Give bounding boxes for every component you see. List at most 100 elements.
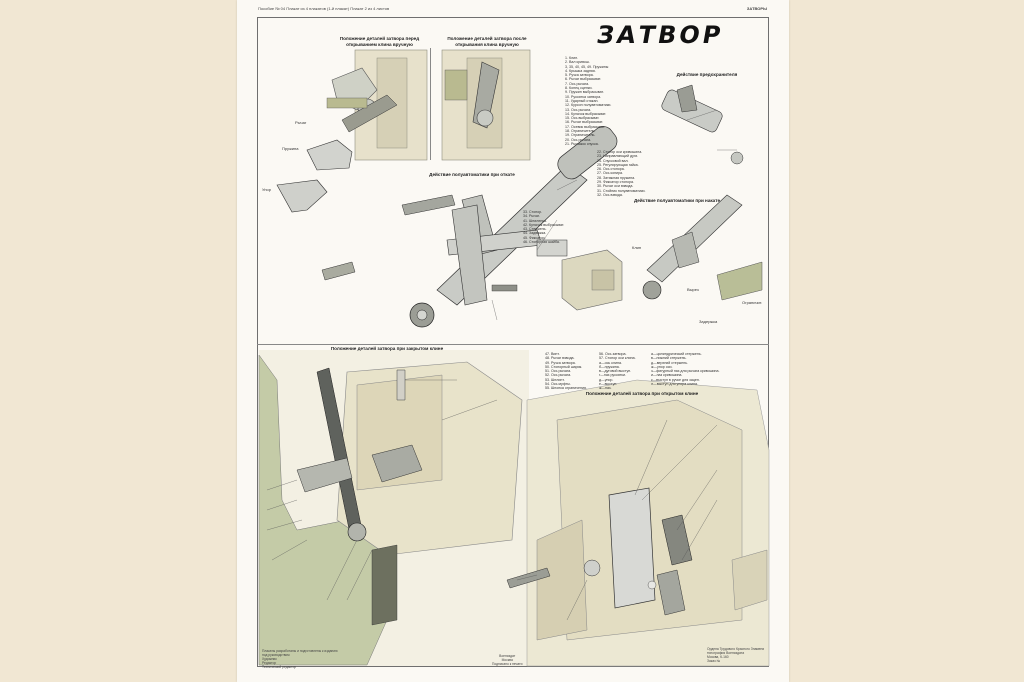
legend-item: д—верхний стержень. xyxy=(651,360,688,365)
legend-item: 48. Рычаг взвода. xyxy=(545,356,575,361)
footer-line: Москва, К-160 xyxy=(707,654,729,659)
label-cutout: Вырез xyxy=(687,287,699,292)
open-wedge-assembly xyxy=(506,379,770,667)
label-spring: Пружина xyxy=(282,146,299,151)
section-divider xyxy=(257,344,769,345)
legend-item: 42. Кулачок выбрасыват. xyxy=(523,222,565,227)
legend-item: 12. Курсон полуавтоматики. xyxy=(565,103,612,108)
legend-item: з—фигурный паз для рычага кривошипа. xyxy=(651,369,720,374)
legend-item: е—выступ. xyxy=(599,382,618,387)
caption-closed-wedge: Положение деталей затвора при закрытом к… xyxy=(330,346,444,351)
inset-after-opening xyxy=(441,49,531,161)
caption-semiauto-recoil: Действие полуавтоматики при откате xyxy=(429,172,515,177)
legend-item: 45. Фиксатор. xyxy=(523,235,546,240)
legend-item: 20. Ось рычага. xyxy=(565,137,592,142)
leader-lines xyxy=(266,109,737,621)
legend-item: 53. Шплинт. xyxy=(545,377,565,382)
legend-item: 46. Стопорная шайба. xyxy=(523,240,560,245)
legend-item: 43. Стержень. xyxy=(523,227,547,232)
legend-item: ж—упор оси. xyxy=(651,364,673,369)
return-mechanism xyxy=(561,194,763,311)
legend-item: 33. Стопор. xyxy=(523,210,543,214)
legend-item: 26. Ось стопора. xyxy=(597,167,625,172)
label-wedge: Клин xyxy=(632,245,642,250)
legend-item: 8. Конец сцепки. xyxy=(565,86,593,91)
legend-item: л—выступ для упора клина. xyxy=(651,382,698,387)
legend-item: 1. Клин. xyxy=(565,56,579,60)
caption-before-opening: Положение деталей затвора перед открыван… xyxy=(339,36,420,47)
legend-item: 3, 35, 40, 45, 49. Пружины xyxy=(565,64,609,69)
legend-item: 15. Ось выбрасыват. xyxy=(565,116,600,121)
caption-safety-action: Действие предохранителя xyxy=(676,72,738,77)
closed-wedge-assembly xyxy=(258,350,529,666)
legend-item: 27. Ось копира. xyxy=(597,171,624,176)
legend-item: б—пружина. xyxy=(599,364,620,369)
legend-top: 1. Клин.2. Вал кривош.3, 35, 40, 45, 49.… xyxy=(565,56,611,146)
legend-item: 9. Пружин выбрасыват. xyxy=(565,90,604,95)
legend-item: 5. Ручка затвора. xyxy=(565,73,594,78)
legend-item: 32. Ось взвода. xyxy=(597,192,623,197)
legend-item: 17. Осевик выбрасыват. xyxy=(565,124,606,129)
legend-item: 34. Рычаг. xyxy=(523,214,540,219)
legend-item: 30. Рычаг оси взвода. xyxy=(597,184,634,189)
footer-line: Ордена Трудового Красного Знамени xyxy=(707,647,765,651)
footer-line: Москва xyxy=(501,657,513,662)
legend-bottom-col-2: 56. Ось затвора.57. Стопор оси клина.а—о… xyxy=(599,352,636,391)
legend-item: г—паз рукоятки. xyxy=(599,373,626,378)
legend-middle: 22. Стопор оси кривошипа.23. Направляющи… xyxy=(597,150,646,197)
legend-item: а—ось клина. xyxy=(599,360,622,365)
footer-line: под руководством xyxy=(262,652,290,657)
legend-item: 49. Ручка затвора. xyxy=(545,360,576,365)
legend-item: 11. Ударный стакан. xyxy=(565,98,599,103)
legend-item: а—цилиндрический стержень. xyxy=(651,352,702,356)
legend-item: 52. Ось рычага. xyxy=(545,373,572,378)
caption-after-opening: Положение деталей затвора после открыван… xyxy=(447,36,527,47)
label-stop: Ограничит. xyxy=(742,300,763,305)
poster-frame xyxy=(257,17,769,667)
legend-item: 55. Шпонка ограничения. xyxy=(545,386,587,391)
label-knob: Упор xyxy=(262,187,271,192)
legend-bottom-col-1: 47. Винт.48. Рычаг взвода.49. Ручка затв… xyxy=(545,352,587,391)
legend-item: 21. Рычажок спуска. xyxy=(565,141,599,146)
inset-divider xyxy=(430,48,431,160)
footer-line: типография Воениздата xyxy=(707,650,745,655)
footer-line: Редактор xyxy=(262,660,277,665)
poster-sheet: Пособие № 04 Плакат из 4 плакатов (1-й п… xyxy=(237,0,789,682)
legend-item: 16. Рычаг выбрасыват. xyxy=(565,120,604,125)
legend-item: 56. Ось затвора. xyxy=(599,352,627,356)
legend-item: 13. Ось рычага. xyxy=(565,107,592,112)
inset-before-opening xyxy=(326,49,428,161)
footer-line: Подписано к печати xyxy=(492,661,523,666)
label-lever: Рычаг xyxy=(295,120,307,125)
legend-item: 54. Ось муфты. xyxy=(545,382,571,387)
footer-line: Художник xyxy=(262,656,277,661)
legend-item: 25. Регулирующая гайка. xyxy=(597,162,639,167)
legend-item: 10. Рукоятка затвора. xyxy=(565,94,602,99)
legend-item: 44. Задвижка. xyxy=(523,231,547,236)
legend-bottom-col-3: а—цилиндрический стержень.в—нижний стерж… xyxy=(651,352,720,386)
legend-item: 6. Рычаг выбрасыват. xyxy=(565,77,602,82)
footer-line: Плакаты разработаны и подготовлены к изд… xyxy=(262,649,338,653)
legend-item: 7. Ось рычага. xyxy=(565,81,590,86)
legend-item: 22. Стопор оси кривошипа. xyxy=(597,150,643,154)
legend-item: к—выступ в ручке для зацеп. xyxy=(651,377,700,382)
legend-item: 47. Винт. xyxy=(545,352,560,356)
legend-item: 51. Ось рычага. xyxy=(545,369,572,374)
legend-safety: 33. Стопор.34. Рычаг.41. Шпиленка.42. Ку… xyxy=(523,210,564,244)
caption-semiauto-return: Действие полуавтоматики при накате xyxy=(633,198,721,203)
footer-left: Плакаты разработаны и подготовлены к изд… xyxy=(262,649,338,670)
legend-item: 50. Стопорный шарик. xyxy=(545,364,583,369)
legend-item: 2. Вал кривош. xyxy=(565,60,590,65)
legend-item: в—нижний стержень. xyxy=(651,356,687,361)
caption-open-wedge: Положение деталей затвора при открытом к… xyxy=(585,391,699,396)
diagram-drawings xyxy=(258,49,770,667)
footer-line: Воениздат xyxy=(499,654,516,658)
legend-item: 28. Затяжная пружина. xyxy=(597,175,636,180)
poster-header-right: ЗАТВОРЫ xyxy=(746,6,767,11)
footer-line: Заказ № xyxy=(707,658,721,663)
legend-item: и—паз кривошипа. xyxy=(651,373,683,378)
footer-line: Технический редактор xyxy=(262,664,297,669)
legend-item: 31. Стойник полуавтоматики. xyxy=(597,188,646,193)
